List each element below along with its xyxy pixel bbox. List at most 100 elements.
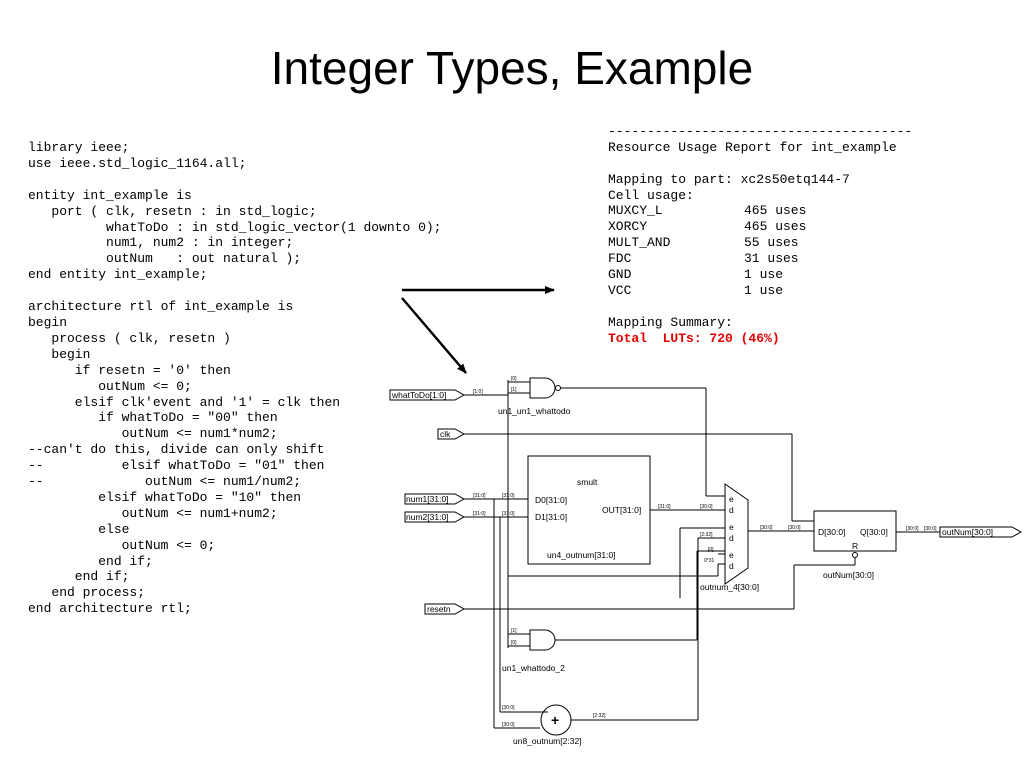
code-line: end if; [28, 569, 130, 585]
code-line: whatToDo : in std_logic_vector(1 downto … [28, 219, 442, 235]
cell-uses: 1 use [744, 267, 784, 283]
bus-label: [31:0] [658, 504, 671, 510]
port-label-resetn: resetn [427, 604, 451, 614]
bus-label: [30:0] [502, 705, 515, 711]
code-line: end process; [28, 585, 146, 601]
port-num1 [404, 493, 466, 505]
mux [724, 483, 749, 585]
report-heading: Resource Usage Report for int_example [608, 139, 897, 155]
and1-name: un1_un1_whattodo [498, 406, 571, 416]
slide-title: Integer Types, Example [270, 42, 754, 94]
report-cell-row: MUXCY_L 465 uses [608, 203, 912, 219]
code-line: if whatToDo = "00" then [28, 410, 278, 426]
report-cell-row: FDC 31 uses [608, 251, 912, 267]
bus-label: [0] [708, 547, 714, 553]
code-line: else [28, 521, 130, 537]
bus-label: [30:0] [760, 525, 773, 531]
report-cell-row: XORCY 465 uses [608, 219, 912, 235]
port-label-clk: clk [440, 429, 451, 439]
mux-pin: d [729, 505, 734, 515]
code-line: --can't do this, divide can only shift [28, 442, 325, 458]
port-label-num2: num2[31:0] [406, 512, 449, 522]
reg-r: R [852, 541, 858, 551]
port-resetn [424, 603, 466, 615]
mux-pin: e [729, 494, 734, 504]
code-line: elsif whatToDo = "10" then [28, 489, 302, 505]
report-total-luts: Total LUTs: 720 (46%) [608, 330, 780, 346]
resource-usage-report: --------------------------------------- … [608, 124, 912, 346]
reg-d: D[30:0] [818, 527, 845, 537]
code-line: end entity int_example; [28, 267, 208, 283]
smult-d1: D1[31:0] [535, 512, 567, 522]
cell-uses: 465 uses [744, 219, 807, 235]
bus-label: [31:0] [473, 511, 486, 517]
mux-pin: e [729, 550, 734, 560]
port-label-outnum: outNum[30:0] [942, 527, 993, 537]
and-gate-2 [529, 629, 556, 651]
adder-symbol: + [551, 712, 559, 728]
register [813, 510, 897, 552]
code-line: end architecture rtl; [28, 601, 192, 617]
code-line: if resetn = '0' then [28, 362, 231, 378]
code-line: entity int_example is [28, 187, 192, 203]
report-mapping: Mapping to part: xc2s50etq144-7 [608, 171, 850, 187]
code-line: outNum <= num1+num2; [28, 505, 278, 521]
vhdl-code: library ieee; use ieee.std_logic_1164.al… [28, 140, 441, 617]
code-line: num1, num2 : in integer; [28, 235, 294, 251]
bus-label: [30:0] [502, 722, 515, 728]
mux-name: outnum_4[30:0] [700, 582, 759, 592]
smult-name: un4_outnum[31:0] [547, 550, 616, 560]
code-line: -- elsif whatToDo = "01" then [28, 458, 325, 474]
cell-name: MULT_AND [608, 235, 671, 251]
cell-name: XORCY [608, 219, 648, 235]
cell-name: MUXCY_L [608, 203, 663, 219]
code-line: outNum <= num1*num2; [28, 426, 278, 442]
code-line: outNum <= 0; [28, 378, 192, 394]
mux-pin: d [729, 533, 734, 543]
reg-name: outNum[30:0] [823, 570, 874, 580]
rtl-schematic: [1:0] [0] [1] [31:0] [31:0] [31:0] [31:0… [389, 376, 1023, 746]
smult-out: OUT[31:0] [602, 505, 641, 515]
smult-title: smult [577, 477, 598, 487]
bus-label: [30:0] [924, 526, 937, 532]
reg-q: Q[30:0] [860, 527, 888, 537]
code-line: elsif clk'event and '1' = clk then [28, 394, 341, 410]
report-separator: --------------------------------------- [608, 124, 913, 139]
code-line: use ieee.std_logic_1164.all; [28, 155, 247, 171]
bus-label: 0*31 [704, 558, 715, 564]
port-label-whattodo: whatToDo[1:0] [391, 390, 446, 400]
cell-uses: 31 uses [744, 251, 799, 267]
bus-label: [30:0] [906, 526, 919, 532]
bus-label: [30:0] [700, 504, 713, 510]
code-line: port ( clk, resetn : in std_logic; [28, 203, 317, 219]
bus-label: [1:0] [473, 389, 483, 395]
report-cell-row: GND 1 use [608, 267, 912, 283]
bus-label: [1] [511, 628, 517, 634]
mux-pin: d [729, 561, 734, 571]
code-line: begin [28, 314, 68, 330]
cell-uses: 465 uses [744, 203, 807, 219]
cell-uses: 1 use [744, 282, 784, 298]
report-cell-row: MULT_AND 55 uses [608, 235, 912, 251]
bus-label: [31:0] [502, 493, 515, 499]
report-cell-usage-label: Cell usage: [608, 187, 694, 203]
adder-name: un8_outnum[2:32] [513, 736, 582, 746]
code-line: end if; [28, 553, 153, 569]
cell-uses: 55 uses [744, 235, 799, 251]
bus-label: [0] [511, 376, 517, 382]
code-line: library ieee; [28, 140, 130, 155]
code-line: process ( clk, resetn ) [28, 330, 231, 346]
bus-label: [30:0] [788, 525, 801, 531]
and-gate-1 [529, 377, 556, 399]
and2-name: un1_whattodo_2 [502, 663, 565, 673]
bus-label: [1] [511, 387, 517, 393]
bus-label: [31:0] [473, 493, 486, 499]
cell-name: FDC [608, 251, 632, 267]
cell-name: GND [608, 267, 632, 283]
port-whattodo [389, 389, 466, 401]
port-clk [437, 428, 466, 440]
code-line: outNum : out natural ); [28, 251, 302, 267]
